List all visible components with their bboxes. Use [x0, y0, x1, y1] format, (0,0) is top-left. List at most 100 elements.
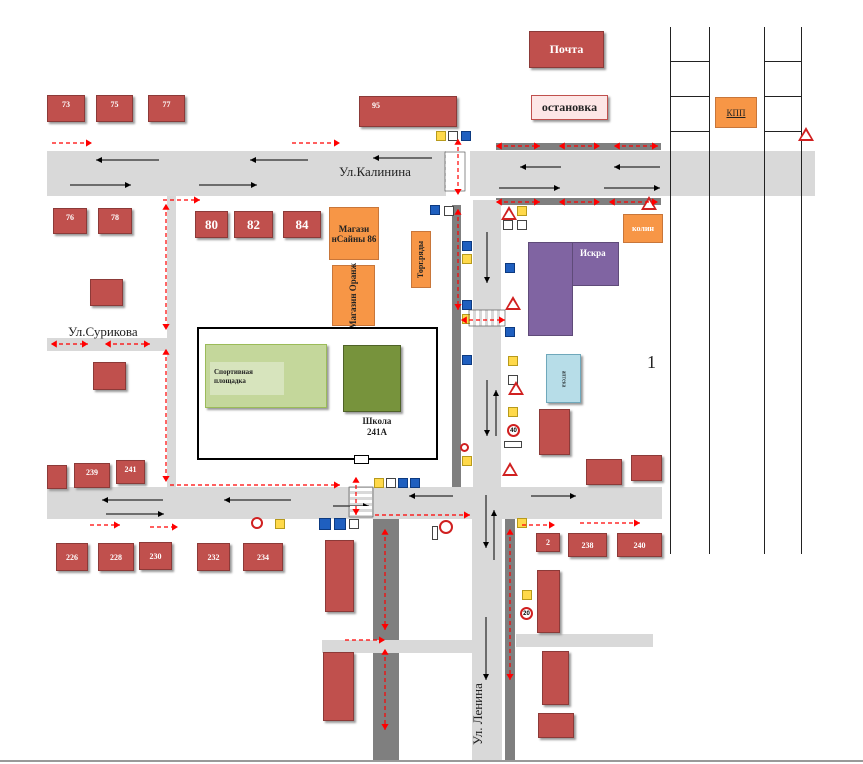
- house: 78: [98, 208, 132, 234]
- crossing-sign: [461, 131, 471, 141]
- house: [537, 570, 560, 633]
- bus-stop: остановка: [531, 95, 608, 120]
- house: 2: [536, 533, 560, 552]
- iskra-label: Искра: [580, 248, 606, 258]
- warning-sign: [436, 131, 446, 141]
- house: 234: [243, 543, 283, 571]
- house: 73: [47, 95, 85, 122]
- warning-sign: [517, 518, 527, 528]
- warning-sign: [374, 478, 384, 488]
- house: [631, 455, 662, 481]
- warning-triangle: [798, 127, 814, 141]
- house: 241: [116, 460, 145, 484]
- crossing-sign: [334, 518, 346, 530]
- pharmacy: аптека: [546, 354, 581, 403]
- house: 232: [197, 543, 230, 571]
- shop-kolin: колин: [623, 214, 663, 243]
- railway-track-1: [670, 27, 710, 554]
- school-grounds: [197, 327, 438, 460]
- house: [325, 540, 354, 612]
- house: 77: [148, 95, 185, 122]
- street-surikova: Ул.Сурикова: [68, 324, 138, 339]
- house: 228: [98, 543, 134, 571]
- checkpoint: КПП: [715, 97, 757, 128]
- post-office: Почта: [529, 31, 604, 68]
- warning-sign: [522, 590, 532, 600]
- shop-sainy: Магази нСайны 86: [329, 207, 379, 260]
- no-entry-sign: [460, 443, 469, 452]
- warning-sign: [508, 407, 518, 417]
- school-field: [343, 345, 401, 412]
- iskra-block-main: [528, 242, 573, 336]
- school-label: Школа 241А: [362, 416, 392, 437]
- warning-sign: [462, 456, 472, 466]
- house: [90, 279, 123, 306]
- house: [539, 409, 570, 455]
- house: [323, 652, 354, 721]
- speed-limit-sign: 40: [507, 424, 520, 437]
- no-entry-sign: [439, 520, 453, 534]
- crossing-sign: [410, 478, 420, 488]
- road-side-east: [516, 634, 653, 647]
- crossing-sign: [505, 327, 515, 337]
- crossing-sign: [462, 300, 472, 310]
- warning-sign: [508, 356, 518, 366]
- info-sign: [517, 220, 527, 230]
- crossing-sign: [430, 205, 440, 215]
- house: 240: [617, 533, 662, 557]
- house: [542, 651, 569, 705]
- area-number: 1: [647, 352, 656, 372]
- house: 230: [139, 542, 172, 570]
- crossing-sign: [462, 241, 472, 251]
- info-sign: [448, 131, 458, 141]
- house: 80: [195, 211, 228, 238]
- warning-triangle: [505, 296, 521, 310]
- info-sign: [503, 220, 513, 230]
- house: 226: [56, 543, 88, 571]
- warning-triangle: [501, 206, 517, 220]
- school-gate: [354, 455, 369, 464]
- house: [538, 713, 574, 738]
- road-lenina-lower: [472, 519, 502, 760]
- info-sign: [444, 206, 454, 216]
- speed-limit-sign: 20: [520, 607, 533, 620]
- street-kalinina: Ул.Калинина: [339, 164, 411, 179]
- info-sign: [432, 526, 438, 540]
- sidewalk-lenina-west: [452, 205, 461, 487]
- info-sign: [504, 441, 522, 448]
- info-sign: [386, 478, 396, 488]
- info-sign: [349, 519, 359, 529]
- house: 84: [283, 211, 321, 238]
- house: [93, 362, 126, 390]
- crosswalks: [350, 152, 503, 515]
- warning-triangle: [508, 381, 524, 395]
- warning-sign: [275, 519, 285, 529]
- crossing-sign: [398, 478, 408, 488]
- house: 239: [74, 463, 110, 488]
- no-entry-sign: [251, 517, 263, 529]
- traffic-arrows: [70, 155, 660, 680]
- crossing-sign: [462, 355, 472, 365]
- shop-orange: Магазин Оранж: [332, 262, 375, 329]
- house: 95: [359, 96, 457, 127]
- warning-sign: [517, 206, 527, 216]
- sports-ground-label: Спортивная площадка: [214, 368, 253, 385]
- warning-triangle: [502, 462, 518, 476]
- crossing-sign: [319, 518, 331, 530]
- iskra-block-side: [572, 242, 619, 286]
- house: [586, 459, 622, 485]
- pedestrian-routes: [50, 138, 658, 730]
- road-side-west: [322, 640, 472, 653]
- warning-sign: [462, 254, 472, 264]
- house: 75: [96, 95, 133, 122]
- house: 238: [568, 533, 607, 557]
- house: 76: [53, 208, 87, 234]
- house: [47, 465, 67, 489]
- railway-track-2: [764, 27, 802, 554]
- trade-rows: Торг.ряды: [411, 231, 431, 288]
- house: 82: [234, 211, 273, 238]
- sports-ground-label-bg: [210, 362, 284, 395]
- road-lower-east: [487, 487, 662, 519]
- crossing-sign: [505, 263, 515, 273]
